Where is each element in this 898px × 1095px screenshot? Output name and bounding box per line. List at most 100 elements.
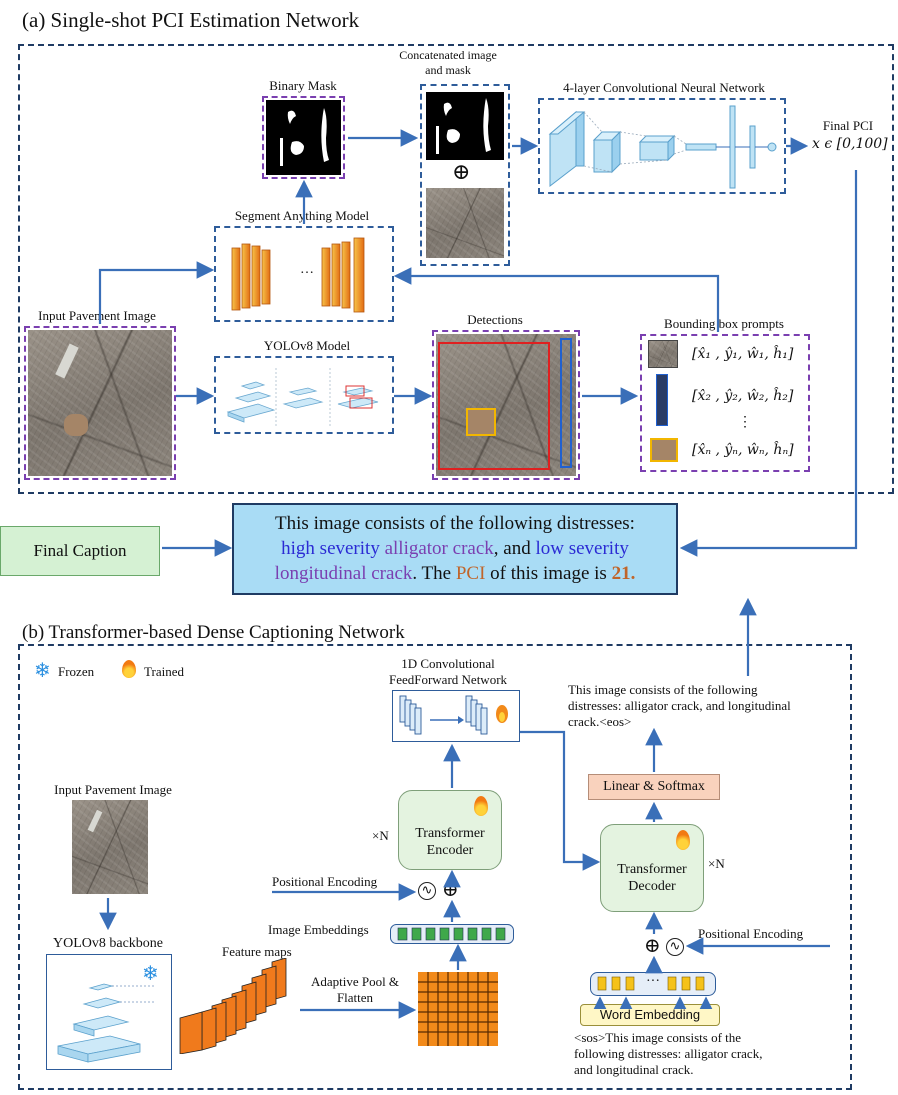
flame-icon <box>122 660 136 678</box>
input-pavement-image-b <box>72 800 148 894</box>
bbox-row-ellipsis: ⋮ <box>738 414 752 430</box>
caption-and: , and <box>493 538 536 559</box>
arrow-input-to-sam <box>98 261 215 324</box>
conv1d-label: 1D Convolutional FeedForward Network <box>388 656 508 687</box>
bbox-prompts-frame <box>640 334 810 472</box>
output-caption: This image consists of the following dis… <box>568 682 791 729</box>
bbox-crop-2 <box>656 374 668 426</box>
input-image-label-b: Input Pavement Image <box>54 782 172 797</box>
word-embedding-bar <box>590 972 716 996</box>
sam-block-2 <box>321 247 331 307</box>
cnn-label: 4-layer Convolutional Neural Network <box>563 80 765 95</box>
detection-box-narrow <box>560 338 572 468</box>
trained-label: Trained <box>144 664 184 679</box>
detections-frame <box>432 330 580 480</box>
binary-mask-image <box>266 100 341 175</box>
caption-pci-value: 21. <box>611 563 636 584</box>
pos-encoding-left: Positional Encoding <box>272 874 378 889</box>
binary-mask-frame <box>262 96 345 179</box>
caption-high-severity: high severity <box>281 538 380 559</box>
section-b-title: (b) Transformer-based Dense Captioning N… <box>22 622 405 643</box>
concat-mask-shapes <box>436 98 491 154</box>
concat-plus-symbol: ⊕ <box>452 159 471 184</box>
input-image-frame-a <box>24 326 176 480</box>
caption-pci: PCI <box>455 563 486 584</box>
final-caption-box: This image consists of the following dis… <box>232 503 678 595</box>
bbox-crop-1 <box>648 340 678 368</box>
bbox-row-1: [x̂₁ , ŷ₁, ŵ₁, ĥ₁] <box>692 346 794 362</box>
cnn-frame <box>538 98 786 194</box>
final-pci-range: x ϵ [0,100] <box>812 136 888 152</box>
caption-low-severity: low severity <box>535 538 629 559</box>
mask-shapes <box>280 108 329 166</box>
transformer-decoder: Transformer Decoder <box>600 824 704 912</box>
word-emb-dots: ··· <box>646 974 660 989</box>
bbox-crop-3 <box>650 438 678 462</box>
linear-softmax-box: Linear & Softmax <box>588 774 720 800</box>
caption-line-1: This image consists of the following dis… <box>275 513 635 534</box>
backbone-snowflake-icon: ❄ <box>142 961 159 985</box>
binary-mask-label: Binary Mask <box>269 78 337 93</box>
yolo-backbone-frame <box>46 954 172 1070</box>
sam-label: Segment Anything Model <box>234 208 370 223</box>
bbox-prompts-label: Bounding box prompts <box>664 316 784 331</box>
concat-mask-image <box>426 92 504 160</box>
pos-encoding-right: Positional Encoding <box>698 926 804 941</box>
adaptive-pool-label: Adaptive Pool & Flatten <box>310 974 400 1005</box>
final-caption-button: Final Caption <box>0 526 160 576</box>
section-a-frame <box>18 44 894 494</box>
caption-the: . The <box>412 563 456 584</box>
concat-frame <box>420 84 510 266</box>
final-pci-label: Final PCI <box>822 118 874 133</box>
image-embeddings-label: Image Embeddings <box>268 922 369 937</box>
concat-label: Concatenated image and mask <box>399 48 497 77</box>
caption-line-3: longitudinal crack. The PCI of this imag… <box>244 561 666 586</box>
detections-label: Detections <box>467 312 523 327</box>
concat-pavement-image <box>426 188 504 258</box>
input-pavement-image-a <box>28 330 172 476</box>
input-image-label-a: Input Pavement Image <box>38 308 156 323</box>
arrow-pci-to-caption <box>679 170 858 557</box>
input-caption: <sos>This image consists of the followin… <box>574 1030 763 1077</box>
arrow-ffn-to-decoder <box>520 730 601 871</box>
feature-maps-label: Feature maps <box>222 944 292 959</box>
transformer-encoder: Transformer Encoder <box>398 790 502 870</box>
sam-frame <box>214 226 394 322</box>
image-embeddings-bar <box>390 924 514 944</box>
plus-symbol-right: ⊕ <box>644 935 661 957</box>
sine-symbol-right: ∿ <box>666 938 684 956</box>
section-a-title: (a) Single-shot PCI Estimation Network <box>22 8 360 32</box>
yolo-backbone-graphic: ❄ <box>57 961 159 1063</box>
frozen-label: Frozen <box>58 664 95 679</box>
caption-of-this: of this image is <box>485 563 612 584</box>
yolo-backbone-label: YOLOv8 backbone <box>52 936 164 951</box>
bbox-row-n: [x̂ₙ , ŷₙ, ŵₙ, ĥₙ] <box>692 442 794 458</box>
encoder-flame-icon <box>474 796 488 816</box>
pooled-grid <box>418 972 498 1046</box>
snowflake-icon: ❄ <box>34 660 51 682</box>
detection-box-large <box>438 342 550 470</box>
word-embedding-box: Word Embedding <box>580 1004 720 1026</box>
conv1d-frame <box>392 690 520 742</box>
decoder-flame-icon <box>676 830 690 850</box>
yolo-model-graphic <box>226 368 379 426</box>
sam-block-1 <box>231 247 241 311</box>
caption-alligator: alligator crack <box>379 538 494 559</box>
pothole-patch <box>64 414 88 436</box>
encoder-times-n: ×N <box>372 828 389 843</box>
caption-line-2: high severity alligator crack, and low s… <box>244 536 666 561</box>
yolo-model-label: YOLOv8 Model <box>263 338 351 353</box>
sam-dots: … <box>300 262 314 277</box>
cnn-layers-graphic <box>548 105 777 189</box>
yolo-model-frame <box>214 356 394 434</box>
detections-image <box>436 334 576 476</box>
feature-maps-graphic <box>179 958 287 1054</box>
arrow-bbox-to-sam <box>393 267 720 332</box>
section-b-frame <box>18 644 852 1090</box>
bbox-row-2: [x̂₂ , ŷ₂, ŵ₂, ĥ₂] <box>692 388 794 404</box>
caption-longitudinal: longitudinal crack <box>274 563 413 584</box>
detection-box-small <box>466 408 496 436</box>
conv1d-graphic <box>399 695 508 735</box>
sine-symbol-left: ∿ <box>418 882 436 900</box>
